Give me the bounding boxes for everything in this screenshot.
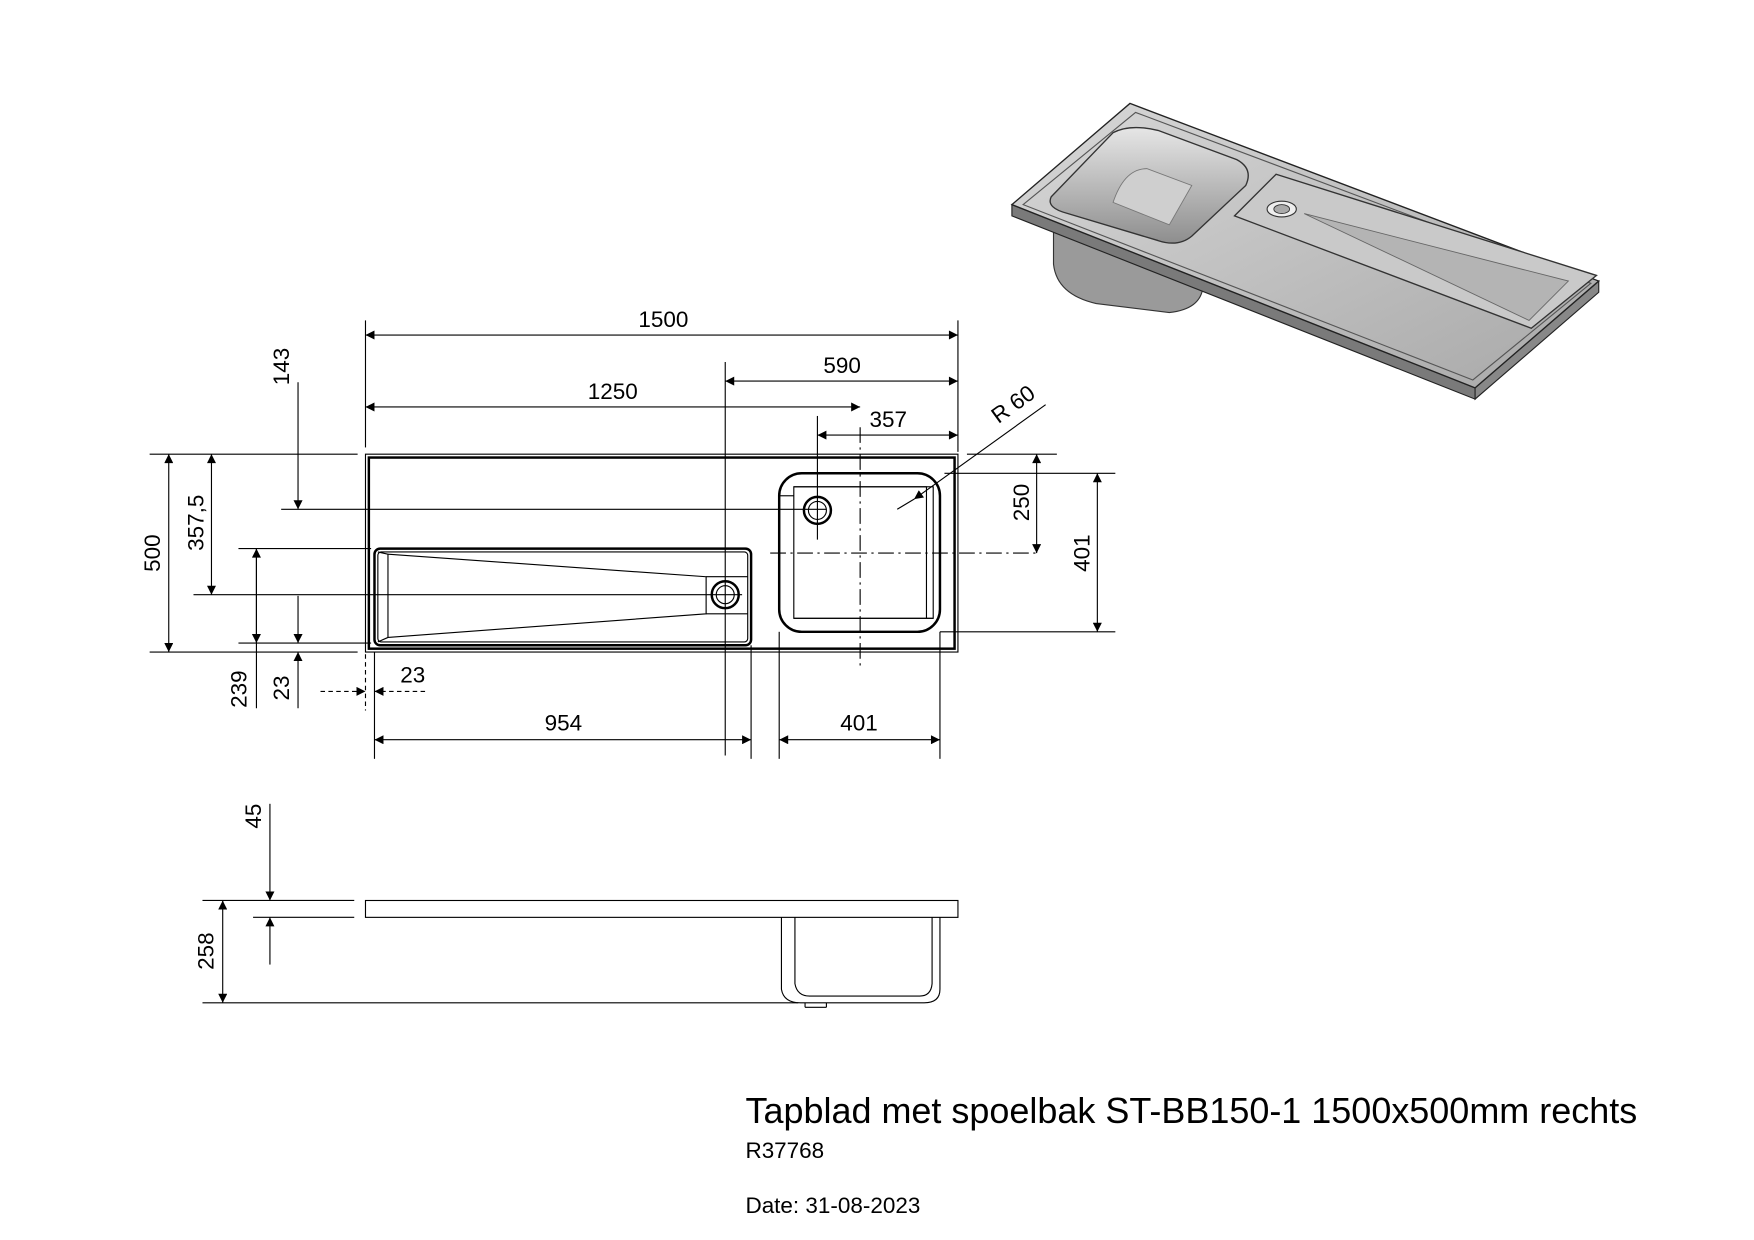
dim-corner-radius: R 60 <box>987 380 1040 428</box>
dim-drainer-width: 239 <box>226 670 251 707</box>
title-block: Tapblad met spoelbak ST-BB150-1 1500x500… <box>745 1090 1637 1218</box>
dimension-lines <box>164 330 1102 745</box>
dim-bowl-center-offset: 590 <box>823 353 861 378</box>
drawing-date: Date: 31-08-2023 <box>745 1193 920 1218</box>
dim-bowl-width: 401 <box>1069 534 1094 572</box>
dim-total-length: 1500 <box>638 307 688 332</box>
side-view <box>202 803 959 1008</box>
dim-bowl-drain-offset: 357 <box>869 407 907 432</box>
dim-top-thickness: 45 <box>241 804 266 829</box>
dim-drainer-length: 954 <box>545 711 583 736</box>
dim-drain-offset: 1250 <box>588 379 638 404</box>
dim-bowl-length: 401 <box>840 711 878 736</box>
isometric-view <box>1010 102 1601 401</box>
dim-drain-from-top: 143 <box>269 348 294 386</box>
article-code: R37768 <box>745 1138 824 1163</box>
dim-bowl-center-from-top: 250 <box>1009 484 1034 522</box>
dim-total-height: 258 <box>194 932 219 969</box>
dim-drainer-drain-from-top: 357,5 <box>184 495 209 551</box>
drawing-title: Tapblad met spoelbak ST-BB150-1 1500x500… <box>745 1090 1637 1131</box>
dim-bottom-margin: 23 <box>269 676 294 701</box>
dimension-labels: 1500 1250 590 357 R 60 143 500 357,5 239… <box>140 307 1095 970</box>
dim-total-depth: 500 <box>140 534 165 572</box>
dim-left-margin: 23 <box>400 662 425 687</box>
plan-view <box>364 427 1041 669</box>
